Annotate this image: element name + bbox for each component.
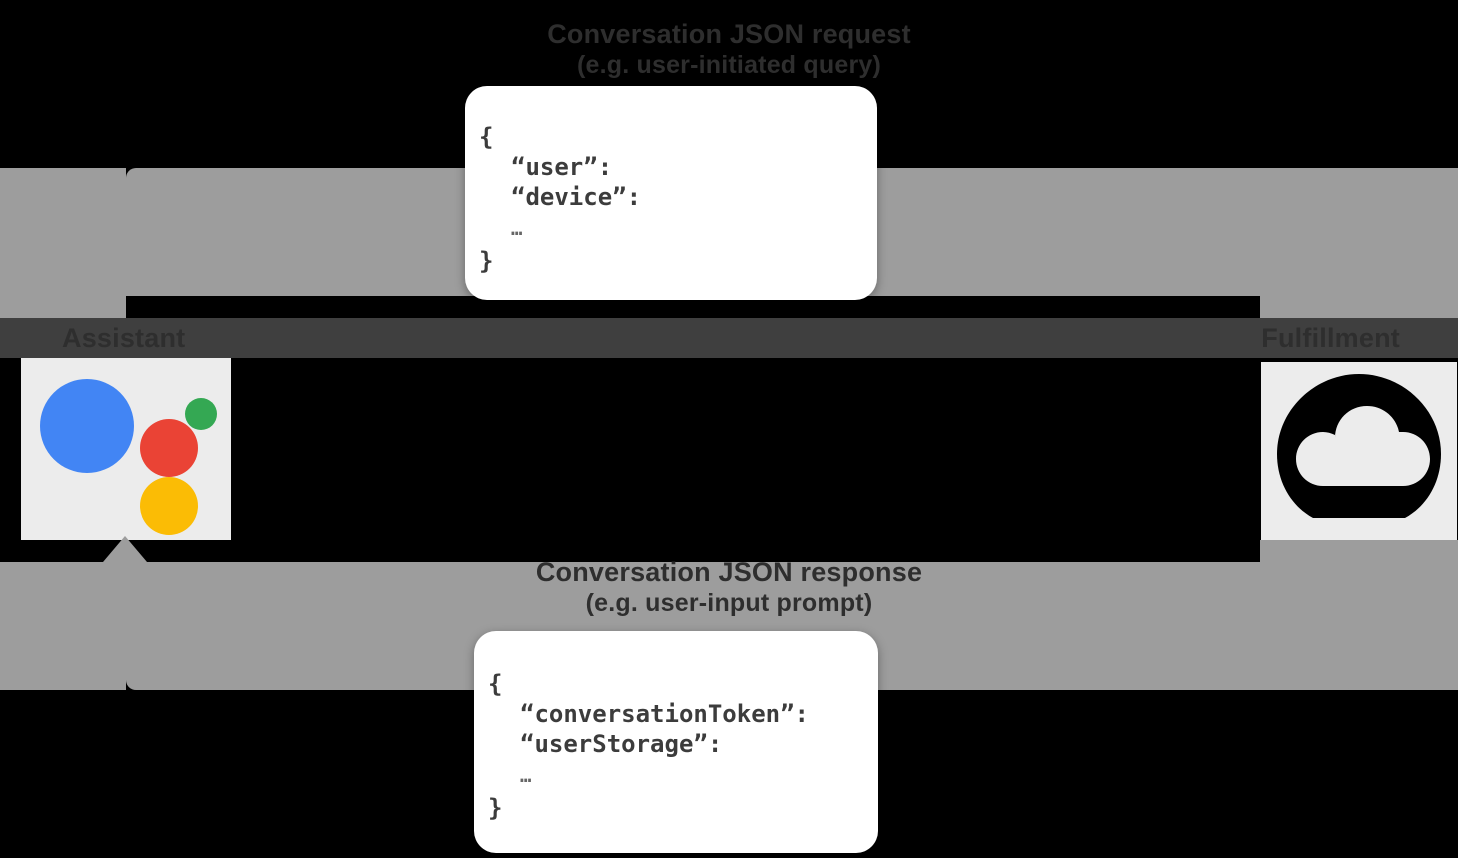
request-caption-subtitle: (e.g. user-initiated query) <box>576 51 882 79</box>
response-caption-subtitle: (e.g. user-input prompt) <box>585 589 873 617</box>
request-json-card: { “user”: “device”: … } <box>465 86 877 300</box>
response-arrowhead-up-icon <box>103 536 147 562</box>
assistant-blue-dot-icon <box>40 379 134 473</box>
response-caption: Conversation JSON response (e.g. user-in… <box>0 556 1458 618</box>
json-line-device: “device”: <box>511 183 642 211</box>
json-line-user: “user”: <box>511 153 613 181</box>
fulfillment-node-label: Fulfillment <box>1261 323 1400 353</box>
request-arrowhead-down-icon <box>1329 294 1373 320</box>
response-json-card: { “conversationToken”: “userStorage”: … … <box>474 631 878 853</box>
request-caption-title: Conversation JSON request <box>547 19 911 49</box>
fulfillment-node-tile <box>1261 362 1457 540</box>
json-line-ellipsis: … <box>511 218 523 240</box>
response-band-left-segment <box>0 562 126 690</box>
json-line-close: } <box>488 794 503 822</box>
assistant-green-dot-icon <box>185 398 217 430</box>
node-label-strip <box>0 318 1458 358</box>
json-line-open: { <box>479 123 494 151</box>
json-line-close: } <box>479 247 494 275</box>
request-caption: Conversation JSON request (e.g. user-ini… <box>0 18 1458 80</box>
assistant-node-tile <box>21 358 231 540</box>
json-line-open: { <box>488 670 503 698</box>
request-band-left-segment <box>0 168 126 318</box>
assistant-red-dot-icon <box>140 419 198 477</box>
json-line-conversation-token: “conversationToken”: <box>520 700 809 728</box>
assistant-node-label: Assistant <box>62 323 186 353</box>
json-line-user-storage: “userStorage”: <box>520 730 723 758</box>
request-band-right-segment <box>1260 168 1458 318</box>
cloud-icon <box>1275 372 1443 528</box>
json-line-ellipsis: … <box>520 765 532 787</box>
assistant-yellow-dot-icon <box>140 477 198 535</box>
response-caption-title: Conversation JSON response <box>535 557 923 587</box>
